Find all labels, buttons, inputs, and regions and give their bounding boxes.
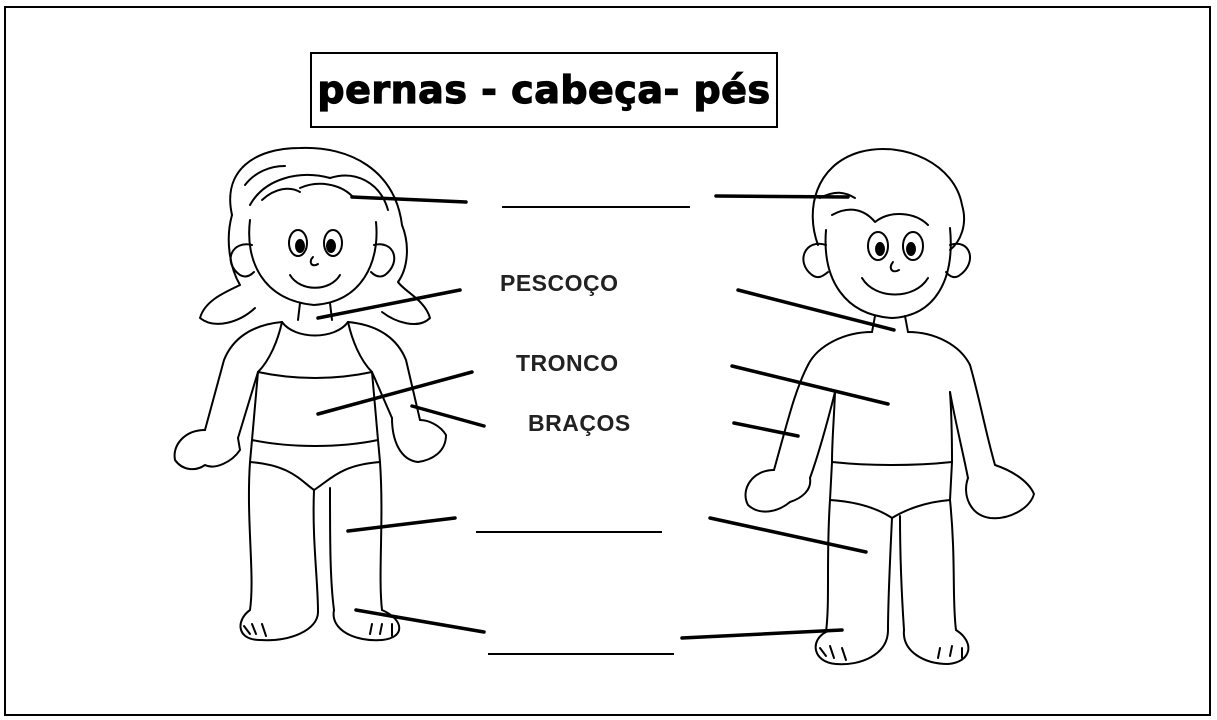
label-trunk: TRONCO — [516, 350, 619, 376]
pointer-lines-right — [680, 194, 896, 640]
boy-figure — [744, 147, 1035, 666]
label-arms: BRAÇOS — [528, 410, 631, 436]
girl-figure — [173, 146, 447, 642]
blank-line-feet[interactable] — [488, 653, 674, 655]
label-neck: PESCOÇO — [500, 270, 619, 296]
blank-line-head[interactable] — [502, 206, 690, 208]
blank-line-legs[interactable] — [476, 531, 662, 533]
worksheet-page — [4, 6, 1211, 716]
pointer-lines-left — [316, 195, 486, 634]
word-bank-text: pernas - cabeça- pés — [317, 67, 771, 112]
word-bank-box: pernas - cabeça- pés — [310, 52, 778, 128]
